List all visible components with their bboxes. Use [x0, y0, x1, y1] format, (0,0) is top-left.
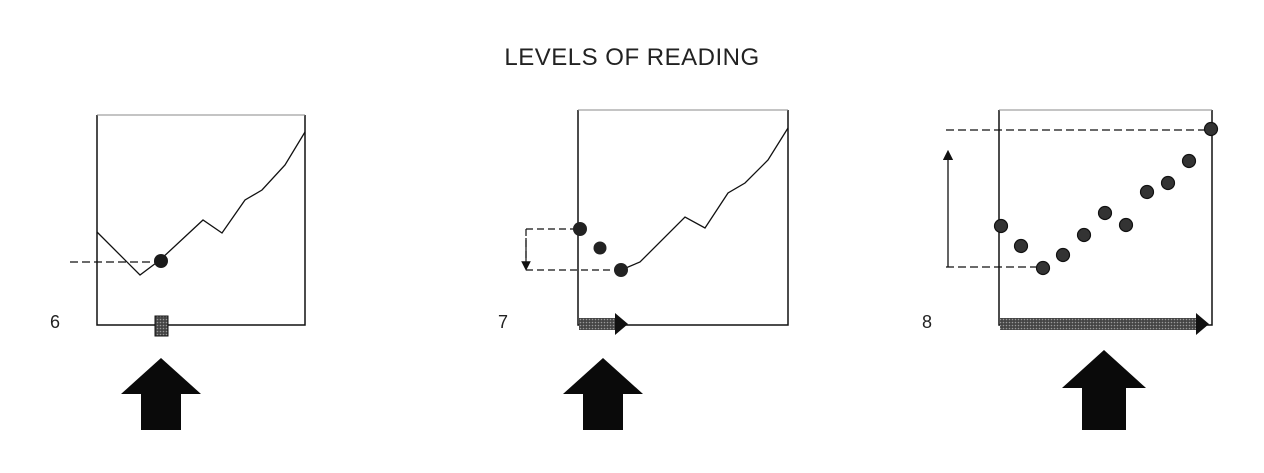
panel-8-x-bar-head: [1196, 313, 1209, 335]
panel-6: [70, 114, 306, 430]
panel-8-point: [1203, 121, 1219, 137]
panel-7-up-arrow: [563, 358, 643, 430]
panel-7-x-bar-head: [615, 313, 628, 335]
panel-7-point-3: [614, 263, 628, 277]
panel-8-point: [1160, 175, 1176, 191]
panel-8-point: [1139, 184, 1155, 200]
panel-7: [521, 109, 789, 430]
panel-8-point: [1181, 153, 1197, 169]
panel-8-point: [1118, 217, 1134, 233]
panel-8-point: [1035, 260, 1051, 276]
panel-7-point-2: [593, 241, 607, 255]
panel-6-curve: [96, 131, 306, 276]
panel-7-x-bar: [579, 318, 615, 330]
panel-7-point-1: [573, 222, 587, 236]
panel-6-number: 6: [50, 312, 61, 332]
panel-7-curve: [620, 127, 789, 271]
panel-6-point: [154, 254, 168, 268]
panel-8-point: [1055, 247, 1071, 263]
panel-8: [942, 109, 1219, 430]
panel-8-point: [1076, 227, 1092, 243]
panel-8-up-arrow: [1062, 350, 1146, 430]
panel-6-frame: [96, 115, 306, 326]
panel-6-up-arrow: [121, 358, 201, 430]
panel-6-x-marker: [154, 315, 169, 337]
panel-8-point: [1097, 205, 1113, 221]
panel-8-points: [993, 121, 1219, 276]
panel-8-number: 8: [922, 312, 933, 332]
panel-8-point: [993, 218, 1009, 234]
panel-7-number: 7: [498, 312, 509, 332]
diagram-title: LEVELS OF READING: [504, 44, 760, 71]
panel-8-point: [1013, 238, 1029, 254]
panel-8-x-bar: [1000, 318, 1196, 330]
panel-7-frame: [577, 110, 789, 326]
